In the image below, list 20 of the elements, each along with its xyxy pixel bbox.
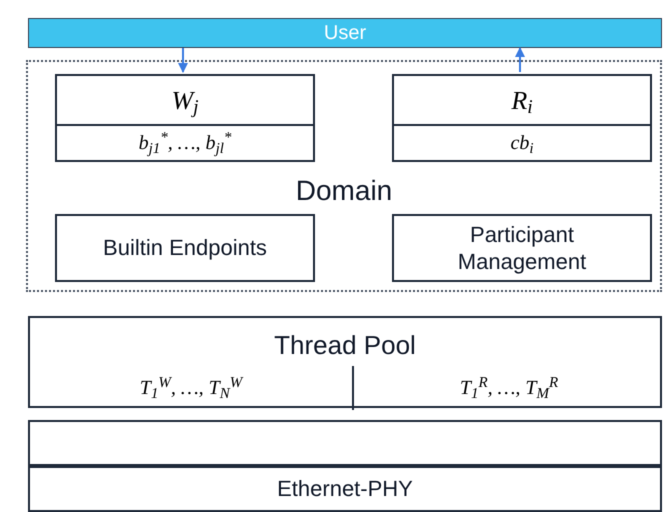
domain-label: Domain: [294, 174, 394, 208]
domain-box: [26, 60, 662, 292]
layer-box: [55, 214, 315, 282]
arrow: [178, 48, 188, 73]
math-label: W$_{j}$: [171, 84, 199, 120]
layer-box: [392, 74, 652, 162]
layer-label: User: [324, 21, 366, 46]
user-bar: [28, 18, 662, 48]
layer-label: Ethernet-PHY: [276, 475, 414, 503]
layer-label: Participant Management: [456, 220, 588, 276]
math-label: R$_{i}$: [511, 84, 533, 120]
thread-pool-box: [28, 316, 662, 408]
layer-label: Builtin Endpoints: [102, 234, 268, 262]
layer-label: Thread Pool: [273, 329, 417, 362]
empty-box: [28, 420, 662, 466]
layer-box: [55, 74, 315, 162]
layer-box: [28, 466, 662, 512]
math-label: cb$_{i}$: [510, 131, 534, 158]
layer-box: [392, 214, 652, 282]
arrow: [515, 47, 525, 72]
